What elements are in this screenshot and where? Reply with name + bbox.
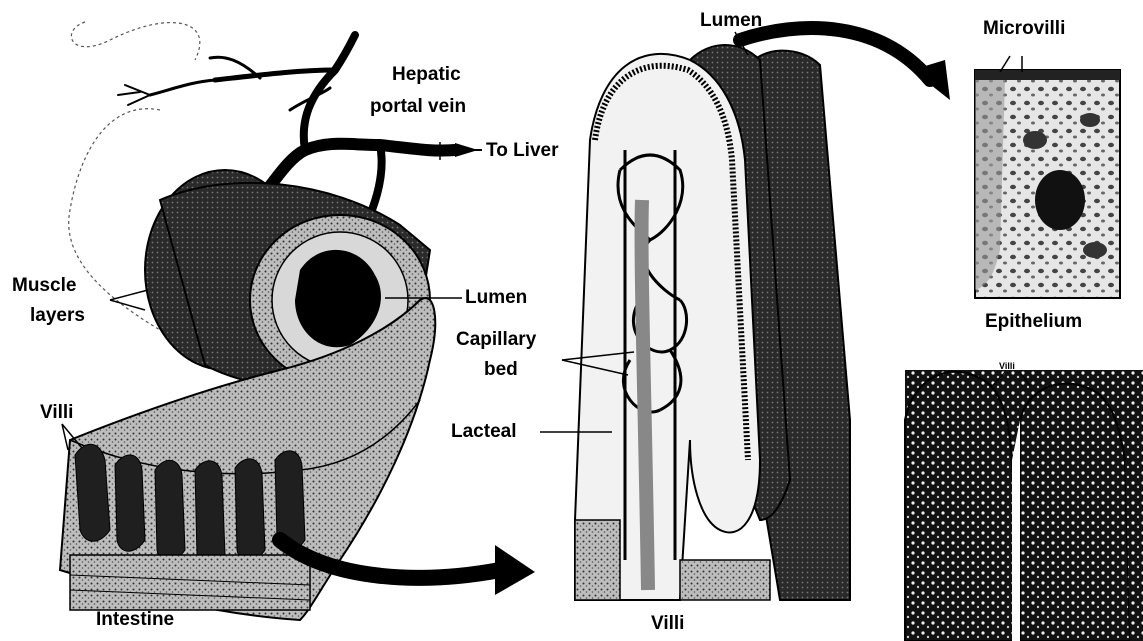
label-intestine: Intestine <box>96 609 174 631</box>
label-capillary-bed-line2: bed <box>484 359 518 381</box>
epithelium-micrograph <box>975 56 1120 298</box>
label-villi-caption: Villi <box>651 613 684 635</box>
label-epithelium: Epithelium <box>985 311 1082 333</box>
villi-micrograph <box>905 370 1143 641</box>
label-microvilli: Microvilli <box>983 18 1065 40</box>
label-capillary-bed-line1: Capillary <box>456 329 536 351</box>
label-villi-micrograph: Villi <box>999 361 1015 371</box>
label-lacteal: Lacteal <box>451 421 516 443</box>
label-to-liver: To Liver <box>486 140 559 162</box>
label-muscle-layers-line2: layers <box>30 305 85 327</box>
villus-illustration <box>540 28 950 600</box>
lacteal-vessel <box>642 200 648 590</box>
label-villi-intestine: Villi <box>40 402 73 424</box>
label-muscle-layers-line1: Muscle <box>12 275 76 297</box>
label-lumen-intestine: Lumen <box>465 287 527 309</box>
label-lumen-villus: Lumen <box>700 10 762 32</box>
label-hepatic-portal-vein-line1: Hepatic <box>392 64 461 86</box>
label-hepatic-portal-vein-line2: portal vein <box>370 96 466 118</box>
